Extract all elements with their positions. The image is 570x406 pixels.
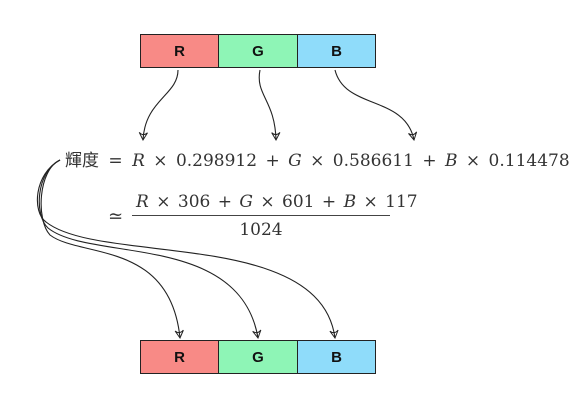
bottom-b-cell: B	[297, 340, 376, 374]
luminance-label: 輝度	[65, 151, 99, 171]
bottom-b-label: B	[331, 348, 342, 366]
arrow-b-down	[334, 69, 418, 142]
fraction-bar	[132, 215, 390, 216]
bottom-r-label: R	[174, 348, 185, 366]
bottom-g-label: G	[252, 348, 264, 366]
top-r-cell: R	[140, 34, 219, 68]
arrow-r-down	[138, 69, 179, 142]
arrow-g-down	[258, 69, 281, 142]
top-b-label: B	[331, 42, 342, 60]
fraction-denominator: 1024	[239, 220, 283, 240]
fraction-numerator: R × 306 + G × 601 + B × 117	[136, 192, 418, 212]
top-r-label: R	[174, 42, 185, 60]
arrow-to-bottom-b	[36, 159, 339, 340]
luminance-equation: 輝度 = R × 0.298912 + G × 0.586611 + B × 0…	[65, 151, 570, 171]
arrow-layer	[36, 69, 418, 340]
top-g-cell: G	[218, 34, 298, 68]
bottom-g-cell: G	[218, 340, 298, 374]
top-g-label: G	[252, 42, 264, 60]
top-b-cell: B	[297, 34, 376, 68]
arrow-to-bottom-r	[40, 159, 184, 340]
approx-symbol: ≃	[108, 206, 124, 227]
approx-fraction: R × 306 + G × 601 + B × 117 1024	[132, 192, 418, 240]
arrow-to-bottom-g	[38, 159, 262, 340]
